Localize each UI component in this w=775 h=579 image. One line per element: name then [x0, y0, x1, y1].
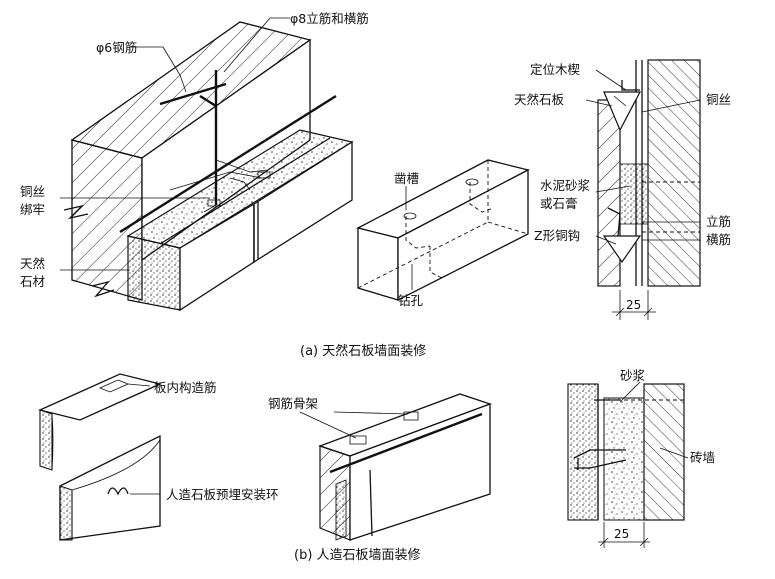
artificial-slab-top-view [38, 373, 162, 471]
label-copper-wire-tie-2: 绑牢 [20, 202, 45, 217]
label-groove: 凿槽 [394, 171, 419, 186]
label-positioning-wedge: 定位木楔 [530, 62, 580, 77]
leaders-section-a [585, 69, 701, 245]
label-phi8-rods: φ8立筋和横筋 [290, 11, 369, 26]
leaders-main [60, 17, 290, 271]
label-natural-stone-slab: 天然石板 [514, 92, 565, 107]
label-inner-structural-rebar: 板内构造筋 [154, 380, 217, 395]
label-copper-wire: 铜丝 [706, 92, 731, 107]
leaders-b-section [619, 381, 689, 459]
artificial-slab-lower-view [59, 434, 161, 541]
label-copper-wire-tie-1: 铜丝 [20, 184, 45, 199]
artificial-stone-section [567, 383, 685, 548]
label-horizontal-rod: 横筋 [706, 232, 731, 247]
label-drill-hole: 钻孔 [398, 293, 424, 308]
dimension-a: 25 [626, 298, 641, 312]
label-embedded-install-ring: 人造石板预埋安装环 [166, 487, 279, 502]
caption-a: (a) 天然石板墙面装修 [300, 343, 426, 359]
label-rebar-frame: 钢筋骨架 [268, 396, 318, 411]
label-cement-mortar: 水泥砂浆 [540, 178, 591, 193]
leaders-b [299, 411, 409, 439]
natural-stone-section [597, 59, 701, 320]
natural-stone-isometric-view [63, 21, 354, 312]
label-vertical-rod: 立筋 [706, 214, 731, 229]
rebar-frame-isometric [318, 393, 492, 541]
label-or-gypsum: 或石膏 [540, 196, 578, 211]
label-brick-wall: 砖墙 [690, 450, 715, 465]
label-phi6-rod: φ6钢筋 [96, 40, 137, 55]
label-natural-stone-2: 石材 [20, 274, 45, 289]
label-mortar: 砂浆 [620, 368, 646, 383]
label-natural-stone-1: 天然 [20, 256, 45, 271]
slab-groove-detail [356, 159, 530, 302]
caption-b: (b) 人造石板墙面装修 [294, 548, 421, 563]
dimension-b: 25 [614, 527, 629, 541]
label-z-copper-hook: Z形铜钩 [534, 228, 580, 243]
